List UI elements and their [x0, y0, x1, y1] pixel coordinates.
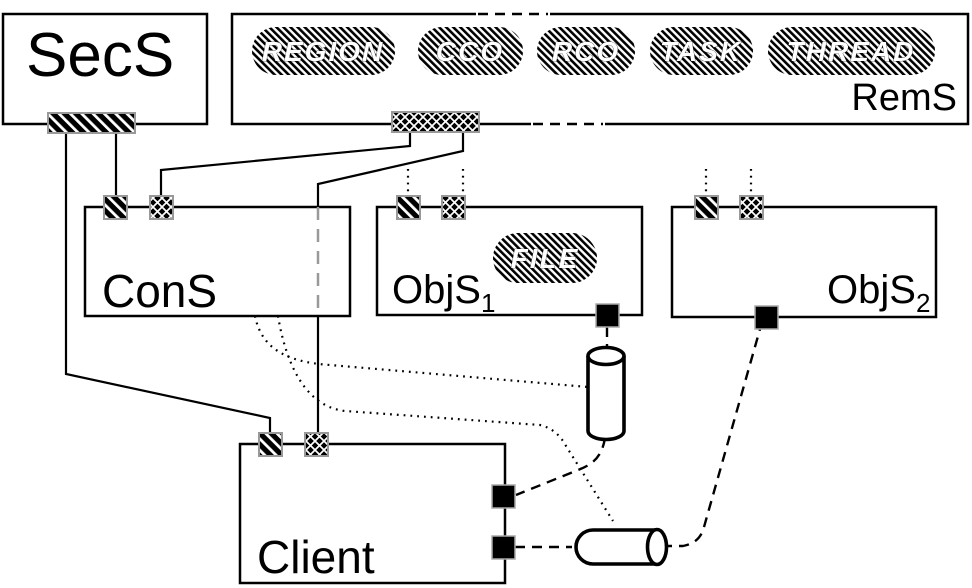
client-black-port-lower: [491, 535, 516, 560]
objs1-black-port: [595, 303, 620, 328]
cylinder1-client-dashed-link: [515, 437, 607, 497]
region-oval-label: REGION: [262, 36, 384, 67]
client-cross-port: [304, 432, 329, 457]
objs1-label-text: ObjS: [392, 268, 481, 312]
secs-hatched-port: [47, 112, 136, 134]
objs1-cross-port: [441, 195, 466, 220]
vertical-cylinder-top: [586, 345, 626, 367]
objs2-hatched-port: [694, 195, 719, 220]
thread-oval: [768, 27, 935, 75]
cons-label: ConS: [102, 265, 217, 317]
objs2-box: [670, 205, 938, 319]
cylinder2-objs2-dashed-link: [662, 328, 762, 548]
objs2-label: ObjS2: [827, 268, 930, 318]
rems-client-link-upper: [316, 132, 465, 207]
rco-oval: [537, 27, 635, 75]
horizontal-cylinder: [574, 527, 669, 567]
objs2-black-port: [754, 305, 779, 330]
thread-oval-label: THREAD: [787, 36, 916, 67]
objs1-subscript: 1: [481, 288, 495, 318]
horizontal-cylinder-end: [645, 527, 669, 567]
cons-cylinder1-dotted-link: [253, 315, 589, 389]
objs2-label-text: ObjS: [827, 268, 916, 312]
vertical-cylinder: [586, 345, 626, 442]
secs-client-link: [64, 133, 272, 433]
objs1-hatched-port: [396, 195, 421, 220]
rems-cons-link: [159, 132, 412, 196]
rems-dashed-edges: [476, 11, 605, 127]
secs-label: SecS: [26, 21, 174, 90]
region-oval: [252, 27, 395, 75]
cons-box: [83, 205, 352, 318]
objs1-label: ObjS1: [392, 268, 495, 318]
rems-cross-port: [391, 111, 480, 133]
client-label: Client: [257, 531, 375, 583]
cco-oval: [418, 27, 523, 75]
cons-hatched-port: [103, 195, 128, 220]
file-oval-label: FILE: [511, 243, 580, 274]
cco-oval-label: CCO: [436, 36, 504, 67]
task-oval-label: TASK: [660, 36, 742, 67]
client-black-port-upper: [491, 484, 516, 509]
task-oval: [650, 27, 753, 75]
objs2-subscript: 2: [916, 288, 930, 318]
secs-box: [1, 12, 209, 126]
rco-oval-label: RCO: [552, 36, 620, 67]
file-oval: [493, 233, 597, 283]
objs2-cross-port: [739, 195, 764, 220]
client-hatched-port: [258, 432, 283, 457]
client-box: [238, 442, 507, 585]
rems-label: RemS: [851, 77, 957, 119]
cons-cross-port: [149, 195, 174, 220]
